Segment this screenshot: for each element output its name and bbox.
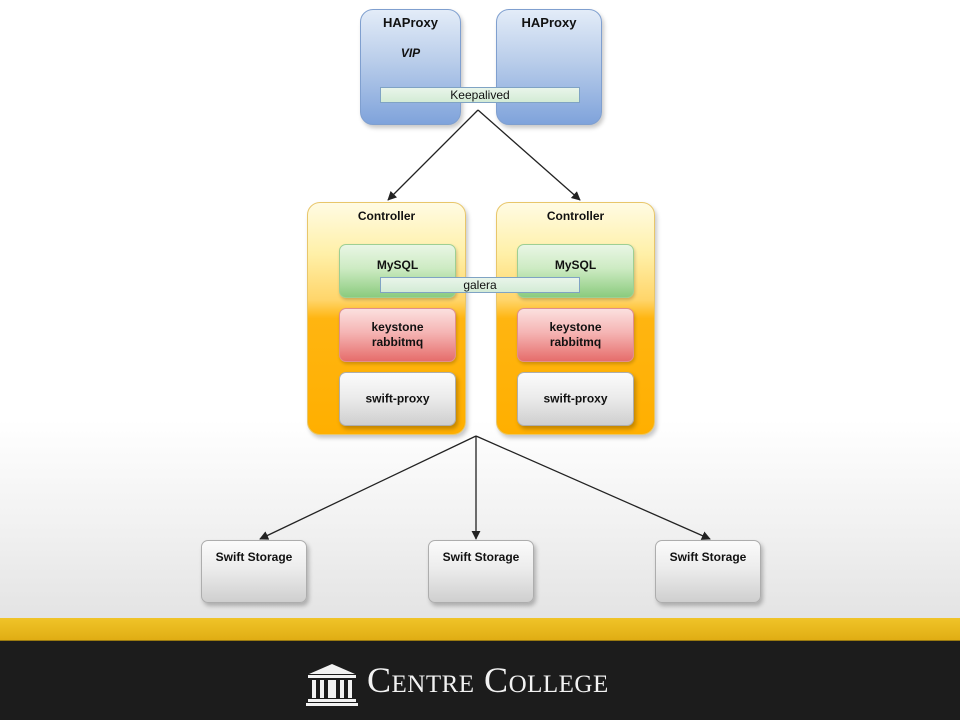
swift-proxy-label: swift-proxy xyxy=(543,391,608,406)
mysql-label: MySQL xyxy=(554,258,597,272)
arrow-controllers-to-storage-1 xyxy=(259,435,477,540)
swift-storage-label: Swift Storage xyxy=(215,550,293,564)
mysql-label: MySQL xyxy=(376,258,419,272)
arrow-haproxy-to-controller-2 xyxy=(477,109,581,201)
haproxy-node-right: HAProxy xyxy=(496,9,602,125)
galera-bar: galera xyxy=(380,277,580,293)
controller-node-right: Controller MySQL keystone rabbitmq swift… xyxy=(496,202,655,435)
rabbitmq-label: rabbitmq xyxy=(371,335,424,349)
arrow-haproxy-to-controller-1 xyxy=(387,109,479,201)
swift-storage-node: Swift Storage xyxy=(428,540,534,603)
keystone-rabbitmq-box: keystone rabbitmq xyxy=(517,308,634,362)
keystone-label: keystone xyxy=(549,320,602,334)
vip-label: VIP xyxy=(400,46,421,60)
haproxy-title: HAProxy xyxy=(521,15,577,30)
keystone-rabbitmq-box: keystone rabbitmq xyxy=(339,308,456,362)
college-building-icon xyxy=(306,664,358,706)
footer-gold-stripe xyxy=(0,618,960,641)
connector-lines xyxy=(259,109,711,540)
controller-title: Controller xyxy=(357,209,416,223)
haproxy-node-left: HAProxy VIP xyxy=(360,9,461,125)
swift-proxy-box: swift-proxy xyxy=(339,372,456,426)
keystone-label: keystone xyxy=(371,320,424,334)
haproxy-title: HAProxy xyxy=(383,15,438,30)
swift-storage-node: Swift Storage xyxy=(655,540,761,603)
swift-proxy-label: swift-proxy xyxy=(365,391,430,406)
architecture-diagram: HAProxy VIP HAProxy Keepalived Controlle… xyxy=(201,9,761,603)
swift-storage-label: Swift Storage xyxy=(669,550,747,564)
college-logo-text: Centre College xyxy=(367,660,609,700)
footer-banner: Centre College xyxy=(0,618,960,720)
swift-storage-label: Swift Storage xyxy=(442,550,520,564)
arrow-controllers-to-storage-3 xyxy=(475,435,711,540)
keepalived-bar: Keepalived xyxy=(380,87,580,103)
controller-title: Controller xyxy=(546,209,605,223)
swift-proxy-box: swift-proxy xyxy=(517,372,634,426)
rabbitmq-label: rabbitmq xyxy=(549,335,602,349)
swift-storage-node: Swift Storage xyxy=(201,540,307,603)
controller-node-left: Controller MySQL keystone rabbitmq swift… xyxy=(307,202,466,435)
